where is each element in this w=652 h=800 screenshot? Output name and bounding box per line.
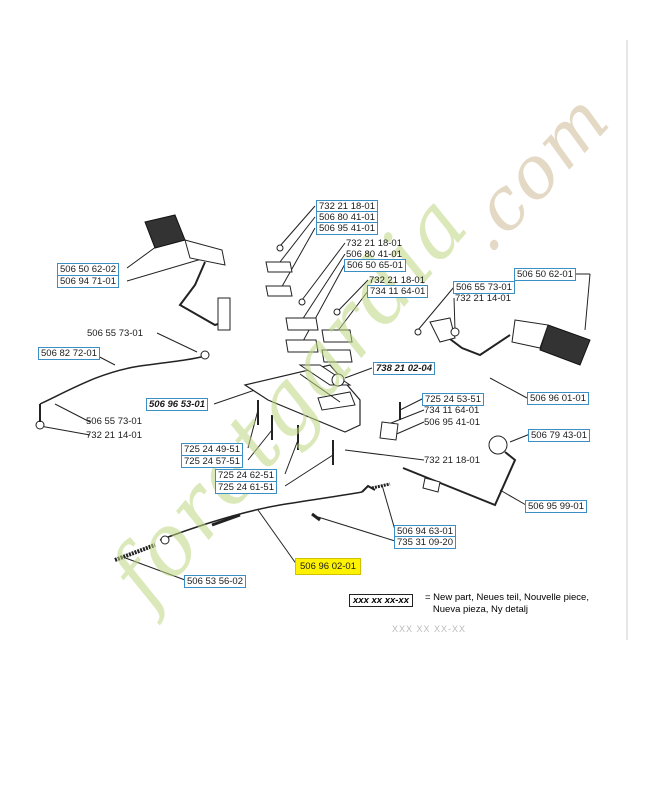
part-label: 725 24 53-51 — [422, 393, 484, 406]
new-part-label: 506 96 53-01 — [146, 398, 208, 411]
part-label: 734 11 64-01 — [424, 405, 480, 416]
part-label: 506 55 73-01 — [87, 328, 143, 339]
part-label: 506 96 01-01 — [527, 392, 589, 405]
bolts — [257, 400, 401, 465]
part-label: 734 11 64-01 — [367, 285, 429, 298]
legend-text: = New part, Neues teil, Nouvelle piece, … — [425, 592, 589, 615]
part-label: 506 80 41-01 — [346, 249, 402, 260]
part-label: 725 24 57-51 — [181, 455, 243, 468]
part-label: 506 95 41-01 — [316, 222, 378, 235]
highlighted-part-label: 506 96 02-01 — [295, 558, 361, 575]
part-label: 735 31 09-20 — [394, 536, 456, 549]
part-label: 506 50 65-01 — [344, 259, 406, 272]
part-label: 732 21 18-01 — [424, 455, 480, 466]
part-label: 506 94 71-01 — [57, 275, 119, 288]
clamp-stack-3 — [321, 308, 353, 363]
left-cable — [35, 350, 210, 430]
control-rod — [402, 435, 517, 507]
left-pedal — [144, 214, 231, 331]
legend-faded-text: XXX XX XX-XX — [392, 624, 467, 634]
right-pedal — [414, 317, 591, 366]
part-label: 506 79 43-01 — [528, 429, 590, 442]
part-label: 732 21 18-01 — [369, 275, 425, 286]
part-label: 506 50 62-01 — [514, 268, 576, 281]
base-plate — [243, 364, 361, 433]
part-label: 506 95 41-01 — [424, 417, 480, 428]
new-part-label: 738 21 02-04 — [373, 362, 435, 375]
part-label: 506 55 73-01 — [86, 416, 142, 427]
part-label: 506 95 99-01 — [525, 500, 587, 513]
lower-cable — [114, 482, 391, 562]
part-label: 732 21 14-01 — [86, 430, 142, 441]
clamp-stack-1 — [265, 244, 293, 297]
part-label: 506 53 56-02 — [184, 575, 246, 588]
clamp-stack-2 — [285, 298, 319, 353]
part-label: 732 21 18-01 — [346, 238, 402, 249]
part-label: 725 24 61-51 — [215, 481, 277, 494]
part-label: 732 21 14-01 — [455, 293, 511, 304]
part-label: 506 82 72-01 — [38, 347, 100, 360]
part-label: 506 55 73-01 — [453, 281, 515, 294]
legend-symbol: xxx xx xx-xx — [349, 594, 413, 607]
leader-lines — [39, 205, 591, 581]
